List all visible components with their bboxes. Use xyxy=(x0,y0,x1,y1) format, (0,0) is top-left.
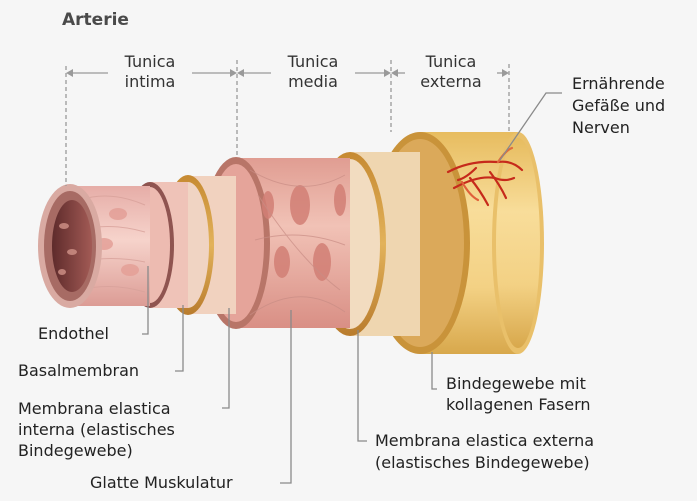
label-line: Bindegewebe) xyxy=(18,440,175,461)
tunica-externa-header: Tunica externa xyxy=(405,52,497,92)
basalmembran-label: Basalmembran xyxy=(18,361,139,381)
header-line: Tunica xyxy=(108,52,192,72)
label-line: (elastisches Bindegewebe) xyxy=(375,452,594,474)
tunica-intima-header: Tunica intima xyxy=(108,52,192,92)
label-line: Nerven xyxy=(572,117,665,139)
vessels-and-nerves-label: Ernährende Gefäße und Nerven xyxy=(572,73,665,139)
label-line: Membrana elastica xyxy=(18,398,175,419)
endothel-label: Endothel xyxy=(38,324,109,344)
label-line: interna (elastisches xyxy=(18,419,175,440)
header-line: externa xyxy=(405,72,497,92)
lumen-opening xyxy=(38,184,102,308)
bindegewebe-label: Bindegewebe mit kollagenen Fasern xyxy=(446,373,591,415)
header-line: intima xyxy=(108,72,192,92)
tunica-media-header: Tunica media xyxy=(271,52,355,92)
membrana-elastica-externa-label: Membrana elastica externa (elastisches B… xyxy=(375,430,594,474)
label-line: Gefäße und xyxy=(572,95,665,117)
header-line: Tunica xyxy=(405,52,497,72)
label-line: kollagenen Fasern xyxy=(446,394,591,415)
label-line: Bindegewebe mit xyxy=(446,373,591,394)
label-line: Ernährende xyxy=(572,73,665,95)
membrana-elastica-interna-label: Membrana elastica interna (elastisches B… xyxy=(18,398,175,461)
header-line: media xyxy=(271,72,355,92)
label-line: Membrana elastica externa xyxy=(375,430,594,452)
glatte-muskulatur-label: Glatte Muskulatur xyxy=(90,473,233,493)
header-line: Tunica xyxy=(271,52,355,72)
